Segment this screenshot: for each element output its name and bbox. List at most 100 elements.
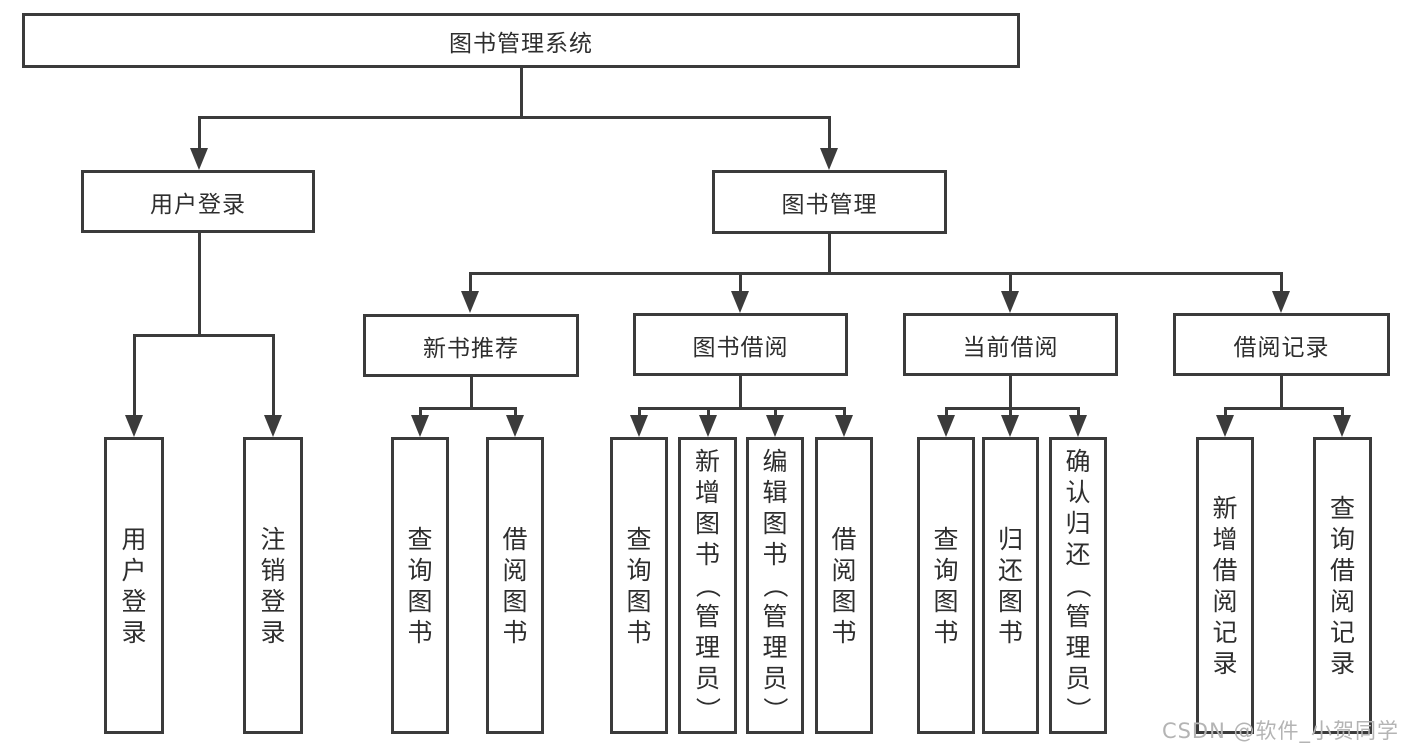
connector-line [513, 408, 517, 421]
node-borrowing-records: 借阅记录 [1173, 313, 1390, 376]
connector-line [468, 271, 1283, 275]
connector-line [418, 408, 422, 421]
connector-line [1008, 376, 1012, 410]
node-label-char: 理 [694, 633, 720, 662]
arrow-down-icon [1272, 291, 1290, 313]
node-leaf-query-books-recommend: 查询图书 [391, 437, 449, 734]
node-book-management: 图书管理 [712, 170, 947, 234]
connector-line [271, 335, 275, 421]
node-leaf-query-books-current: 查询图书 [917, 437, 975, 734]
node-label-char: 录 [121, 617, 147, 647]
node-label-char: 户 [121, 555, 147, 585]
connector-line [738, 273, 742, 298]
node-label-char: 增 [694, 478, 720, 507]
node-label-char: 图 [933, 586, 959, 616]
node-label-char: 员 [762, 664, 788, 693]
node-label-char: 管 [762, 602, 788, 631]
node-label-char: 录 [1212, 648, 1238, 678]
connector-line [519, 66, 523, 119]
node-label-char: （ [760, 572, 790, 598]
node-label-char: 还 [1065, 540, 1091, 569]
connector-line [1223, 406, 1344, 410]
connector-line [944, 406, 1080, 410]
node-label-char: 书 [831, 617, 857, 647]
node-label-char: 归 [997, 524, 1023, 554]
node-label-char: 员 [694, 664, 720, 693]
node-leaf-confirm-return-admin: 确认归还（管理员） [1049, 437, 1107, 734]
node-label-char: 注 [260, 524, 286, 554]
arrow-down-icon [1069, 415, 1087, 437]
node-label-char: 书 [407, 617, 433, 647]
connector-line [842, 408, 846, 421]
connector-line [1076, 408, 1080, 421]
node-label-char: （ [1063, 572, 1093, 598]
node-label-char: 询 [933, 555, 959, 585]
arrow-down-icon [1333, 415, 1351, 437]
node-label-char: 借 [502, 524, 528, 554]
connector-line [827, 117, 831, 154]
node-label-char: 图 [762, 509, 788, 538]
node-label: 新书推荐 [423, 335, 519, 362]
node-label-char: 管 [694, 602, 720, 631]
node-label-char: 销 [260, 555, 286, 585]
node-label-char: 录 [260, 617, 286, 647]
node-new-book-recommend: 新书推荐 [363, 314, 579, 377]
node-label: 图书借阅 [692, 334, 789, 361]
arrow-down-icon [699, 415, 717, 437]
node-label-char: 书 [626, 617, 652, 647]
node-label-char: 辑 [762, 478, 788, 507]
node-label-char: 图 [626, 586, 652, 616]
node-label-char: 理 [762, 633, 788, 662]
node-label-char: 认 [1065, 478, 1091, 507]
arrow-down-icon [190, 148, 208, 170]
node-label-char: ） [693, 696, 722, 722]
node-label-char: ） [1063, 696, 1093, 722]
node-label-char: 图 [502, 586, 528, 616]
node-leaf-add-borrow-record: 新增借阅记录 [1196, 437, 1254, 734]
arrow-down-icon [264, 415, 282, 437]
node-label-char: 图 [407, 586, 433, 616]
connector-line [1008, 408, 1012, 421]
arrow-down-icon [731, 291, 749, 313]
node-label-char: 新 [1212, 493, 1238, 523]
node-label-char: 阅 [1212, 586, 1238, 616]
connector-line [197, 233, 201, 337]
node-label-char: 查 [407, 524, 433, 554]
node-label-char: 书 [997, 617, 1023, 647]
node-label-char: 图 [831, 586, 857, 616]
node-label-char: 查 [626, 524, 652, 554]
csdn-watermark: CSDN @软件_小贺同学 [1161, 719, 1399, 743]
node-label: 用户登录 [150, 191, 246, 218]
arrow-down-icon [411, 415, 429, 437]
node-current-borrowing: 当前借阅 [903, 313, 1118, 376]
arrow-down-icon [766, 415, 784, 437]
connector-line [944, 408, 948, 421]
node-leaf-return-books: 归还图书 [982, 437, 1039, 734]
node-leaf-query-borrow-record: 查询借阅记录 [1313, 437, 1372, 734]
node-label-char: 员 [1065, 664, 1091, 693]
node-label-char: 记 [1212, 617, 1238, 647]
node-leaf-add-books-admin: 新增图书（管理员） [678, 437, 737, 734]
node-label-char: 管 [1065, 602, 1091, 631]
node-label-char: 记 [1329, 617, 1355, 647]
node-label: 图书管理系统 [449, 30, 593, 57]
arrow-down-icon [506, 415, 524, 437]
arrow-down-icon [630, 415, 648, 437]
node-label-char: 确 [1065, 447, 1091, 476]
node-label-char: 阅 [502, 555, 528, 585]
arrow-down-icon [820, 148, 838, 170]
node-label-char: 归 [1065, 509, 1091, 538]
connector-line [1223, 408, 1227, 421]
connector-line [468, 273, 472, 298]
node-label-char: 书 [694, 540, 720, 569]
node-label-char: 借 [1329, 555, 1355, 585]
node-label-char: 图 [997, 586, 1023, 616]
node-label-char: 借 [831, 524, 857, 554]
connector-line [773, 408, 777, 421]
arrow-down-icon [1216, 415, 1234, 437]
arrow-down-icon [1001, 415, 1019, 437]
arrow-down-icon [835, 415, 853, 437]
node-leaf-user-login: 用户登录 [104, 437, 164, 734]
connector-line [827, 234, 831, 275]
connector-line [706, 408, 710, 421]
